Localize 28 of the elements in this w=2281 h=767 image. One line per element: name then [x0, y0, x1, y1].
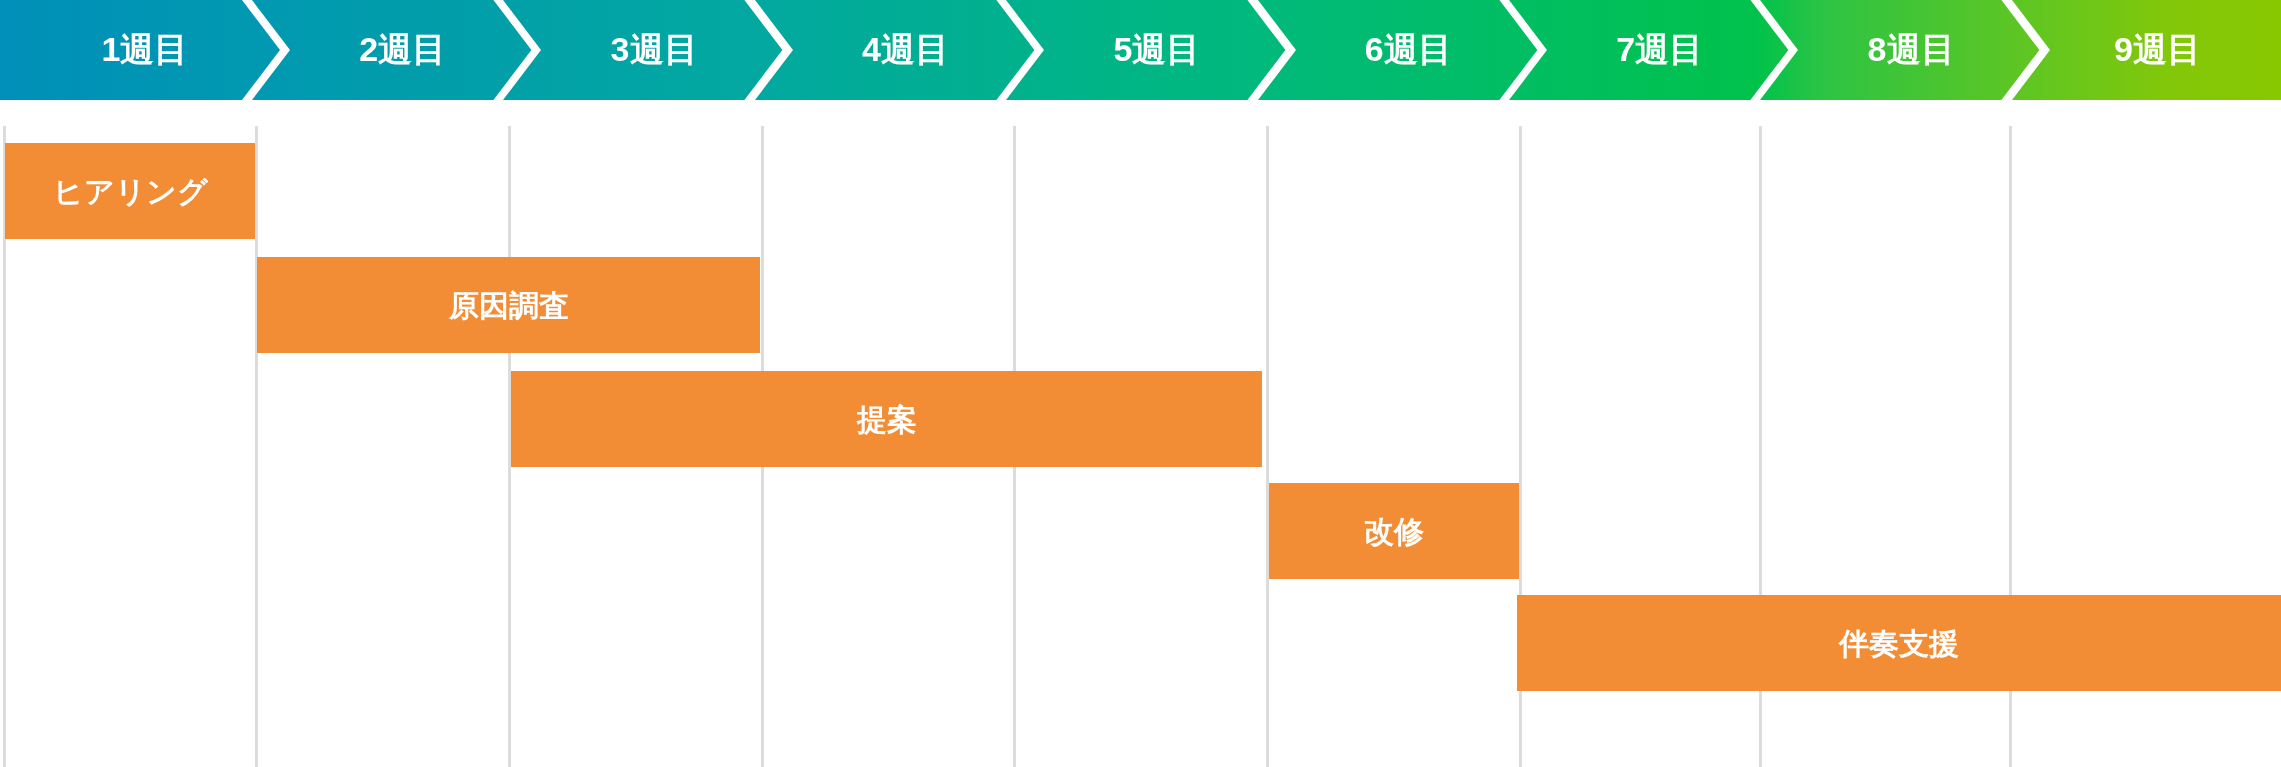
week-label: 1週目 [101, 31, 189, 69]
task-label: 伴奏支援 [1839, 626, 1959, 660]
week-header [2011, 0, 2281, 100]
week-label: 3週目 [610, 31, 698, 69]
week-header [503, 0, 783, 100]
week-header [252, 0, 532, 100]
week-label: 6週目 [1364, 31, 1452, 69]
week-label: 5週目 [1113, 31, 1201, 69]
task-bar [1517, 595, 2281, 691]
task-label: 改修 [1364, 514, 1424, 548]
week-label: 8週目 [1867, 31, 1955, 69]
week-header [0, 0, 280, 100]
week-header [1257, 0, 1537, 100]
task-label: 原因調査 [448, 288, 569, 322]
task-bar [5, 143, 255, 239]
week-label: 9週目 [2113, 31, 2201, 69]
week-label: 7週目 [1616, 31, 1704, 69]
week-label: 2週目 [359, 31, 447, 69]
task-bar [1269, 483, 1519, 579]
task-bar [257, 257, 760, 353]
week-label: 4週目 [862, 31, 949, 69]
week-header [1760, 0, 2040, 100]
task-label: 提案 [856, 402, 917, 436]
week-header [1509, 0, 1789, 100]
week-header [754, 0, 1035, 100]
task-bar [511, 371, 1262, 467]
week-header [1006, 0, 1286, 100]
task-label: ヒアリング [52, 174, 208, 208]
